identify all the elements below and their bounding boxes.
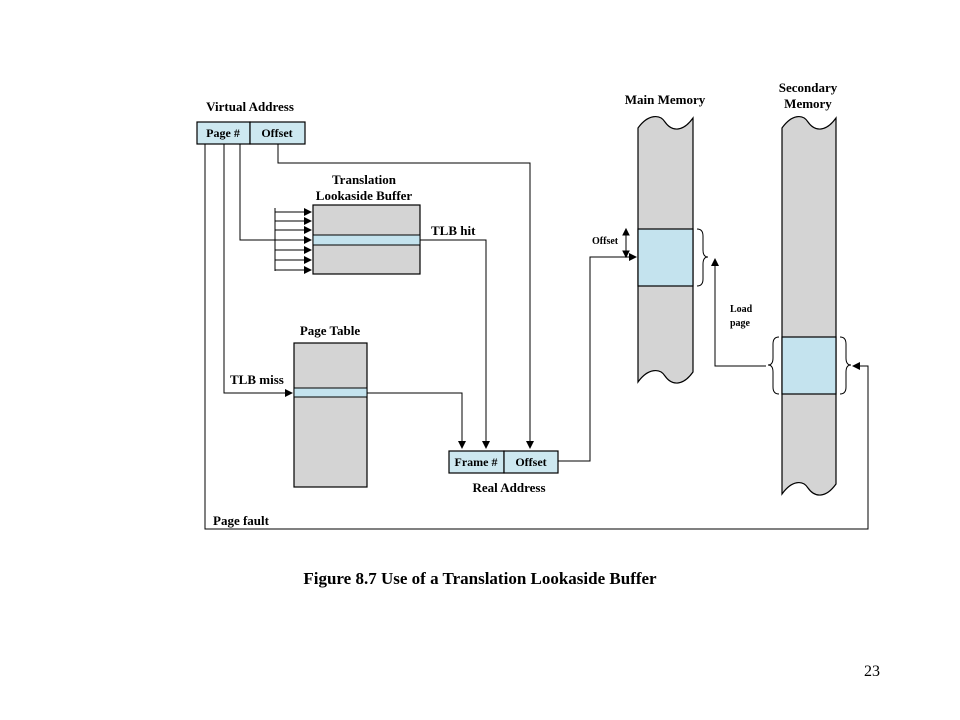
page-number: 23 xyxy=(864,663,880,680)
main-memory-title: Main Memory xyxy=(625,92,706,107)
page-table-entry xyxy=(293,387,368,398)
real-offset-field xyxy=(503,450,559,474)
tlb-hit-label: TLB hit xyxy=(431,223,476,238)
secondary-memory-page xyxy=(781,336,837,395)
offset-passthrough-arrow xyxy=(277,144,534,449)
load-page-label-line1: Load xyxy=(730,304,753,315)
tlb-parallel-inputs xyxy=(274,208,312,274)
offset-label: Offset xyxy=(261,126,292,140)
secondary-memory-title-line2: Memory xyxy=(784,96,832,111)
tlb-matching-entry xyxy=(312,234,421,246)
main-memory-column xyxy=(637,116,694,384)
tlb-box xyxy=(312,204,421,275)
page-table-to-frame-arrow xyxy=(367,392,466,449)
real-address-title: Real Address xyxy=(472,480,545,495)
tlb-title-line2: Lookaside Buffer xyxy=(316,188,413,203)
secondary-memory-column xyxy=(781,116,837,496)
secondary-right-brace xyxy=(839,336,852,395)
real-address-register: Frame # Offset xyxy=(448,450,559,474)
page-table-title: Page Table xyxy=(300,323,361,338)
frame-offset-label: Offset xyxy=(592,236,619,247)
secondary-memory-title-line1: Secondary xyxy=(779,80,838,95)
tlb-hit-arrow xyxy=(420,239,490,449)
page-number-label: Page # xyxy=(206,126,240,140)
virtual-address-register: Page # Offset xyxy=(196,121,306,145)
load-page-arrow xyxy=(711,258,766,367)
page-fault-label: Page fault xyxy=(213,513,270,528)
figure-caption: Figure 8.7 Use of a Translation Lookasid… xyxy=(303,569,657,588)
tlb-title-line1: Translation xyxy=(332,172,397,187)
frame-offset-indicator xyxy=(622,227,630,259)
secondary-left-brace xyxy=(767,336,780,395)
frame-number-label: Frame # xyxy=(455,455,498,469)
main-memory-brace xyxy=(696,228,709,287)
virtual-address-title: Virtual Address xyxy=(206,99,294,114)
page-fault-arrow xyxy=(204,144,869,530)
real-offset-label: Offset xyxy=(515,455,546,469)
tlb-miss-label: TLB miss xyxy=(230,372,284,387)
main-memory-frame xyxy=(637,228,694,287)
real-address-to-memory-arrow xyxy=(558,253,637,462)
page-number-to-tlb-line xyxy=(239,144,275,241)
page-table-box xyxy=(293,342,368,488)
load-page-label-line2: page xyxy=(730,318,751,329)
tlb-miss-arrow xyxy=(223,144,293,397)
